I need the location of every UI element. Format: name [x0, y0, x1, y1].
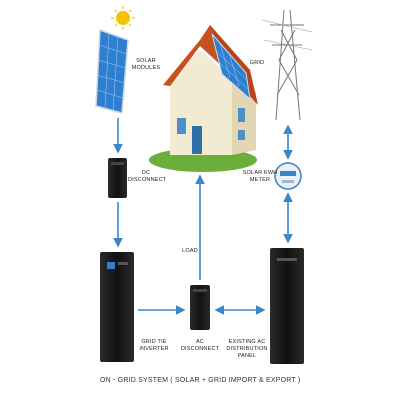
solar-panel-icon [95, 28, 129, 114]
label-existing-ac-panel: EXISTING AC DISTRIBUTION PANEL [226, 339, 268, 359]
distribution-panel-icon [270, 248, 304, 364]
label-ac-disconnect: AC DISCONNECT [180, 339, 220, 352]
flow-arrows [113, 118, 293, 315]
ac-disconnect-switch-icon [190, 285, 210, 330]
label-solar-modules: SOLAR MODULES [131, 58, 161, 71]
transmission-tower-icon [261, 9, 313, 121]
label-load: LOAD [182, 248, 198, 254]
inverter-icon [100, 252, 134, 362]
label-dc-disconnect: DC DISCONNECT [128, 170, 167, 183]
label-solar-kwh-meter: SOLAR KWH METER [242, 170, 278, 183]
energy-meter-icon [274, 162, 302, 190]
diagram-caption: ON - GRID SYSTEM ( SOLAR + GRID IMPORT &… [100, 377, 301, 384]
sun-icon [111, 6, 135, 30]
house-icon [149, 25, 258, 172]
label-grid-tie-inverter: GRID TIE INVERTER [139, 339, 169, 352]
dc-disconnect-switch-icon [108, 158, 127, 198]
label-grid: GRID [249, 60, 265, 66]
